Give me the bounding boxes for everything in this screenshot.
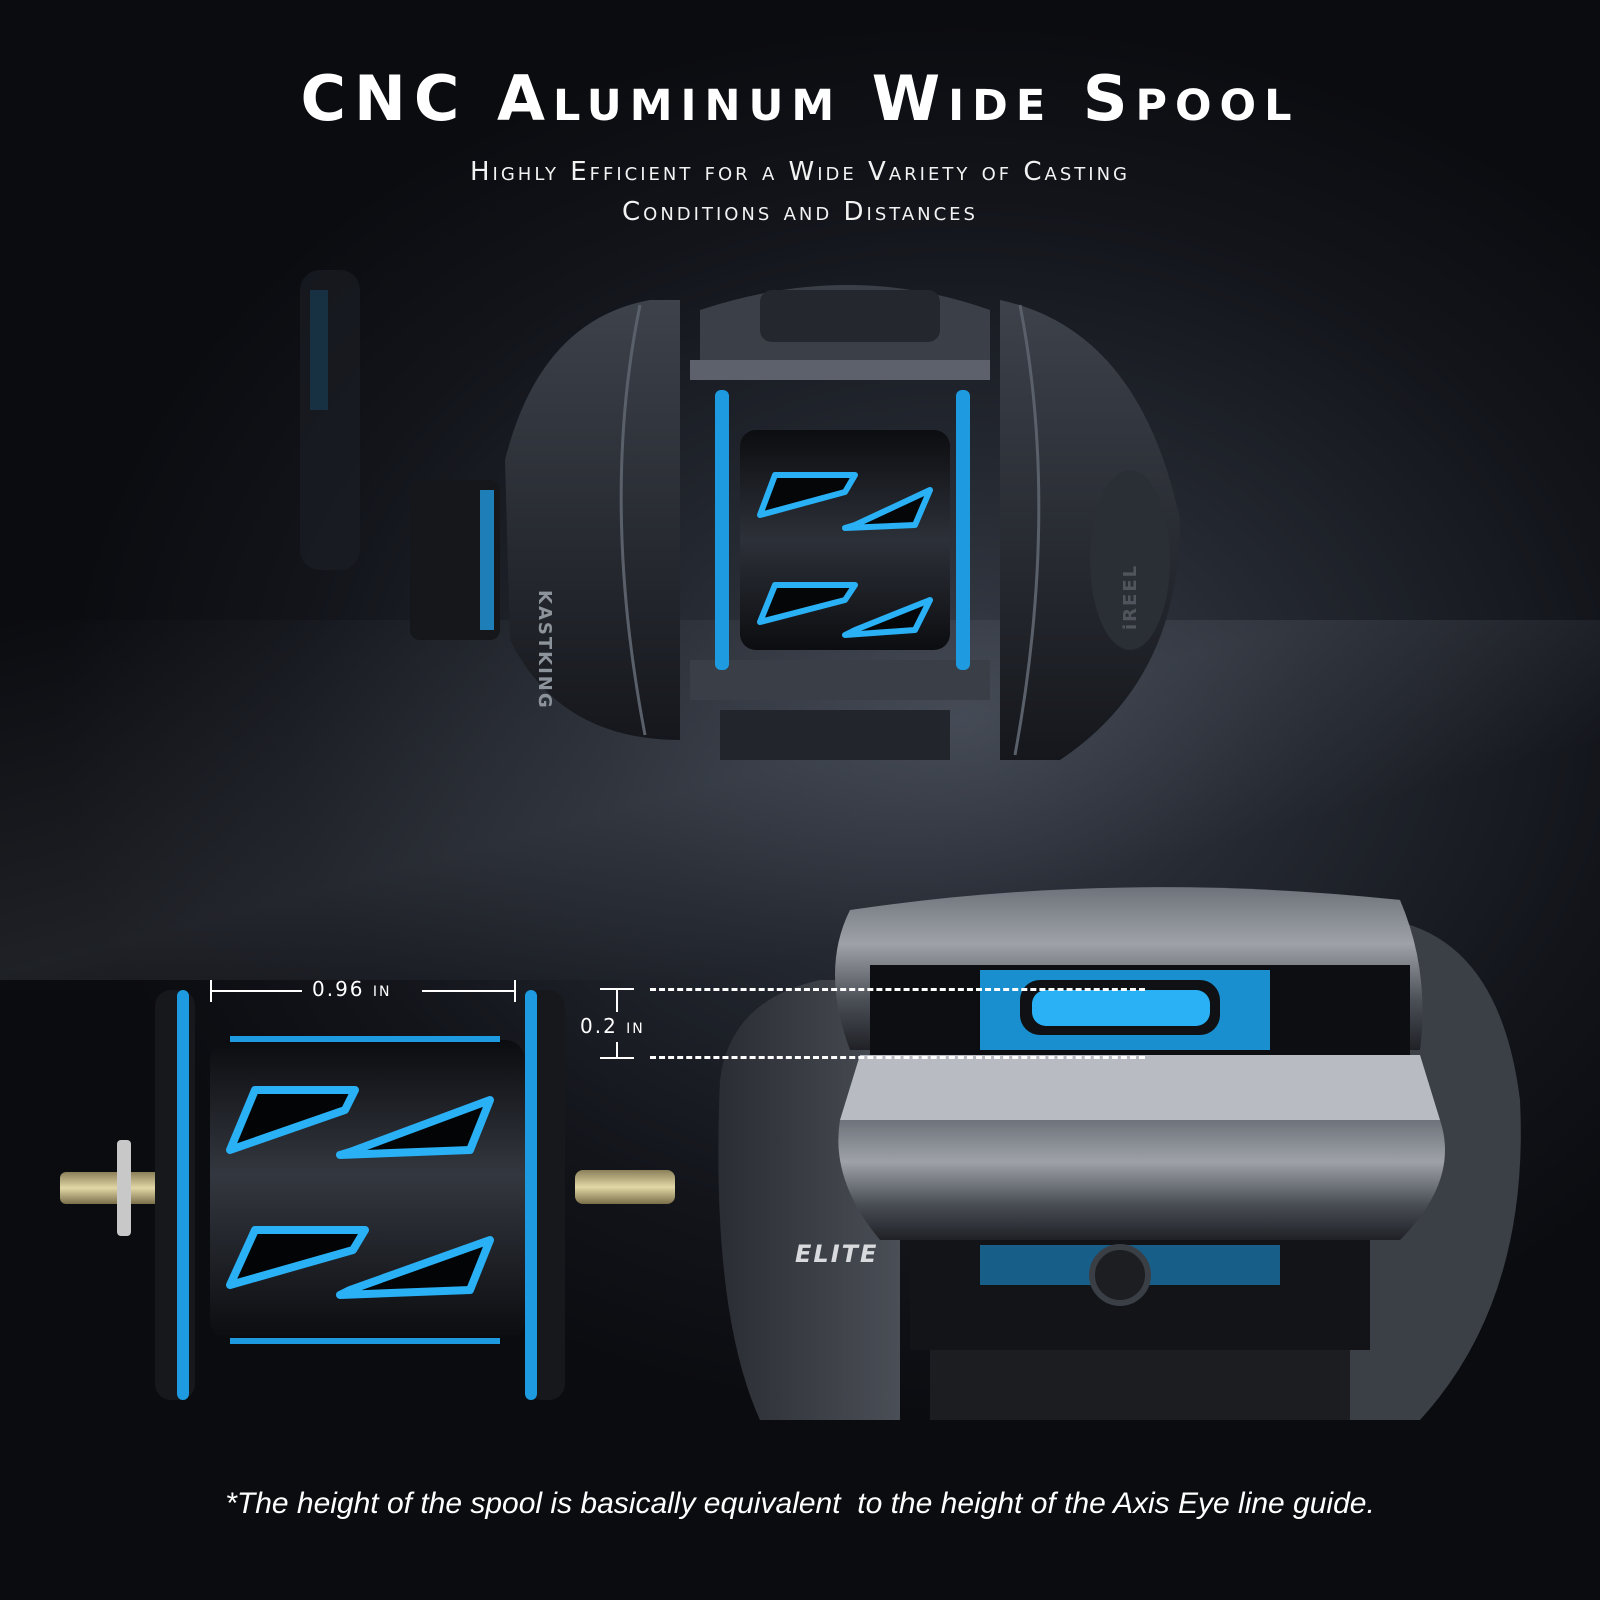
baitcaster-reel-front-icon xyxy=(300,270,1180,760)
top-reel-brand-ireel: iREEL xyxy=(1120,563,1141,630)
elite-badge: ELITE xyxy=(795,1240,879,1268)
top-reel-image: KASTKING iREEL xyxy=(300,260,1200,800)
height-dimension-line-bottom xyxy=(616,1042,618,1058)
spool-image xyxy=(55,960,695,1420)
spool-icon xyxy=(60,990,675,1400)
width-dimension-line-right xyxy=(422,990,514,992)
page-subtitle: Highly Efficient for a Wide Variety of C… xyxy=(0,152,1600,232)
subtitle-line-1: Highly Efficient for a Wide Variety of C… xyxy=(470,157,1130,187)
bottom-reel-image: ELITE xyxy=(700,880,1540,1440)
height-dimension-top-tick xyxy=(600,988,634,990)
width-dimension-left-tick xyxy=(210,980,212,1002)
height-dimension-label: 0.2 in xyxy=(580,1014,645,1038)
baitcaster-reel-rear-icon xyxy=(718,887,1521,1420)
height-dimension-bottom-tick xyxy=(600,1057,634,1059)
height-dimension-line-top xyxy=(616,990,618,1012)
width-dimension-label: 0.96 in xyxy=(312,977,392,1001)
page-title: CNC Aluminum Wide Spool xyxy=(300,62,1300,135)
width-dimension-line-left xyxy=(212,990,302,992)
subtitle-line-2: Conditions and Distances xyxy=(622,197,978,227)
height-guide-dashed-bottom xyxy=(650,1056,1145,1059)
width-dimension-right-tick xyxy=(514,980,516,1002)
height-guide-dashed-top xyxy=(650,988,1145,991)
footnote-caption: *The height of the spool is basically eq… xyxy=(225,1487,1375,1520)
top-reel-brand-kastking: KASTKING xyxy=(534,590,555,710)
